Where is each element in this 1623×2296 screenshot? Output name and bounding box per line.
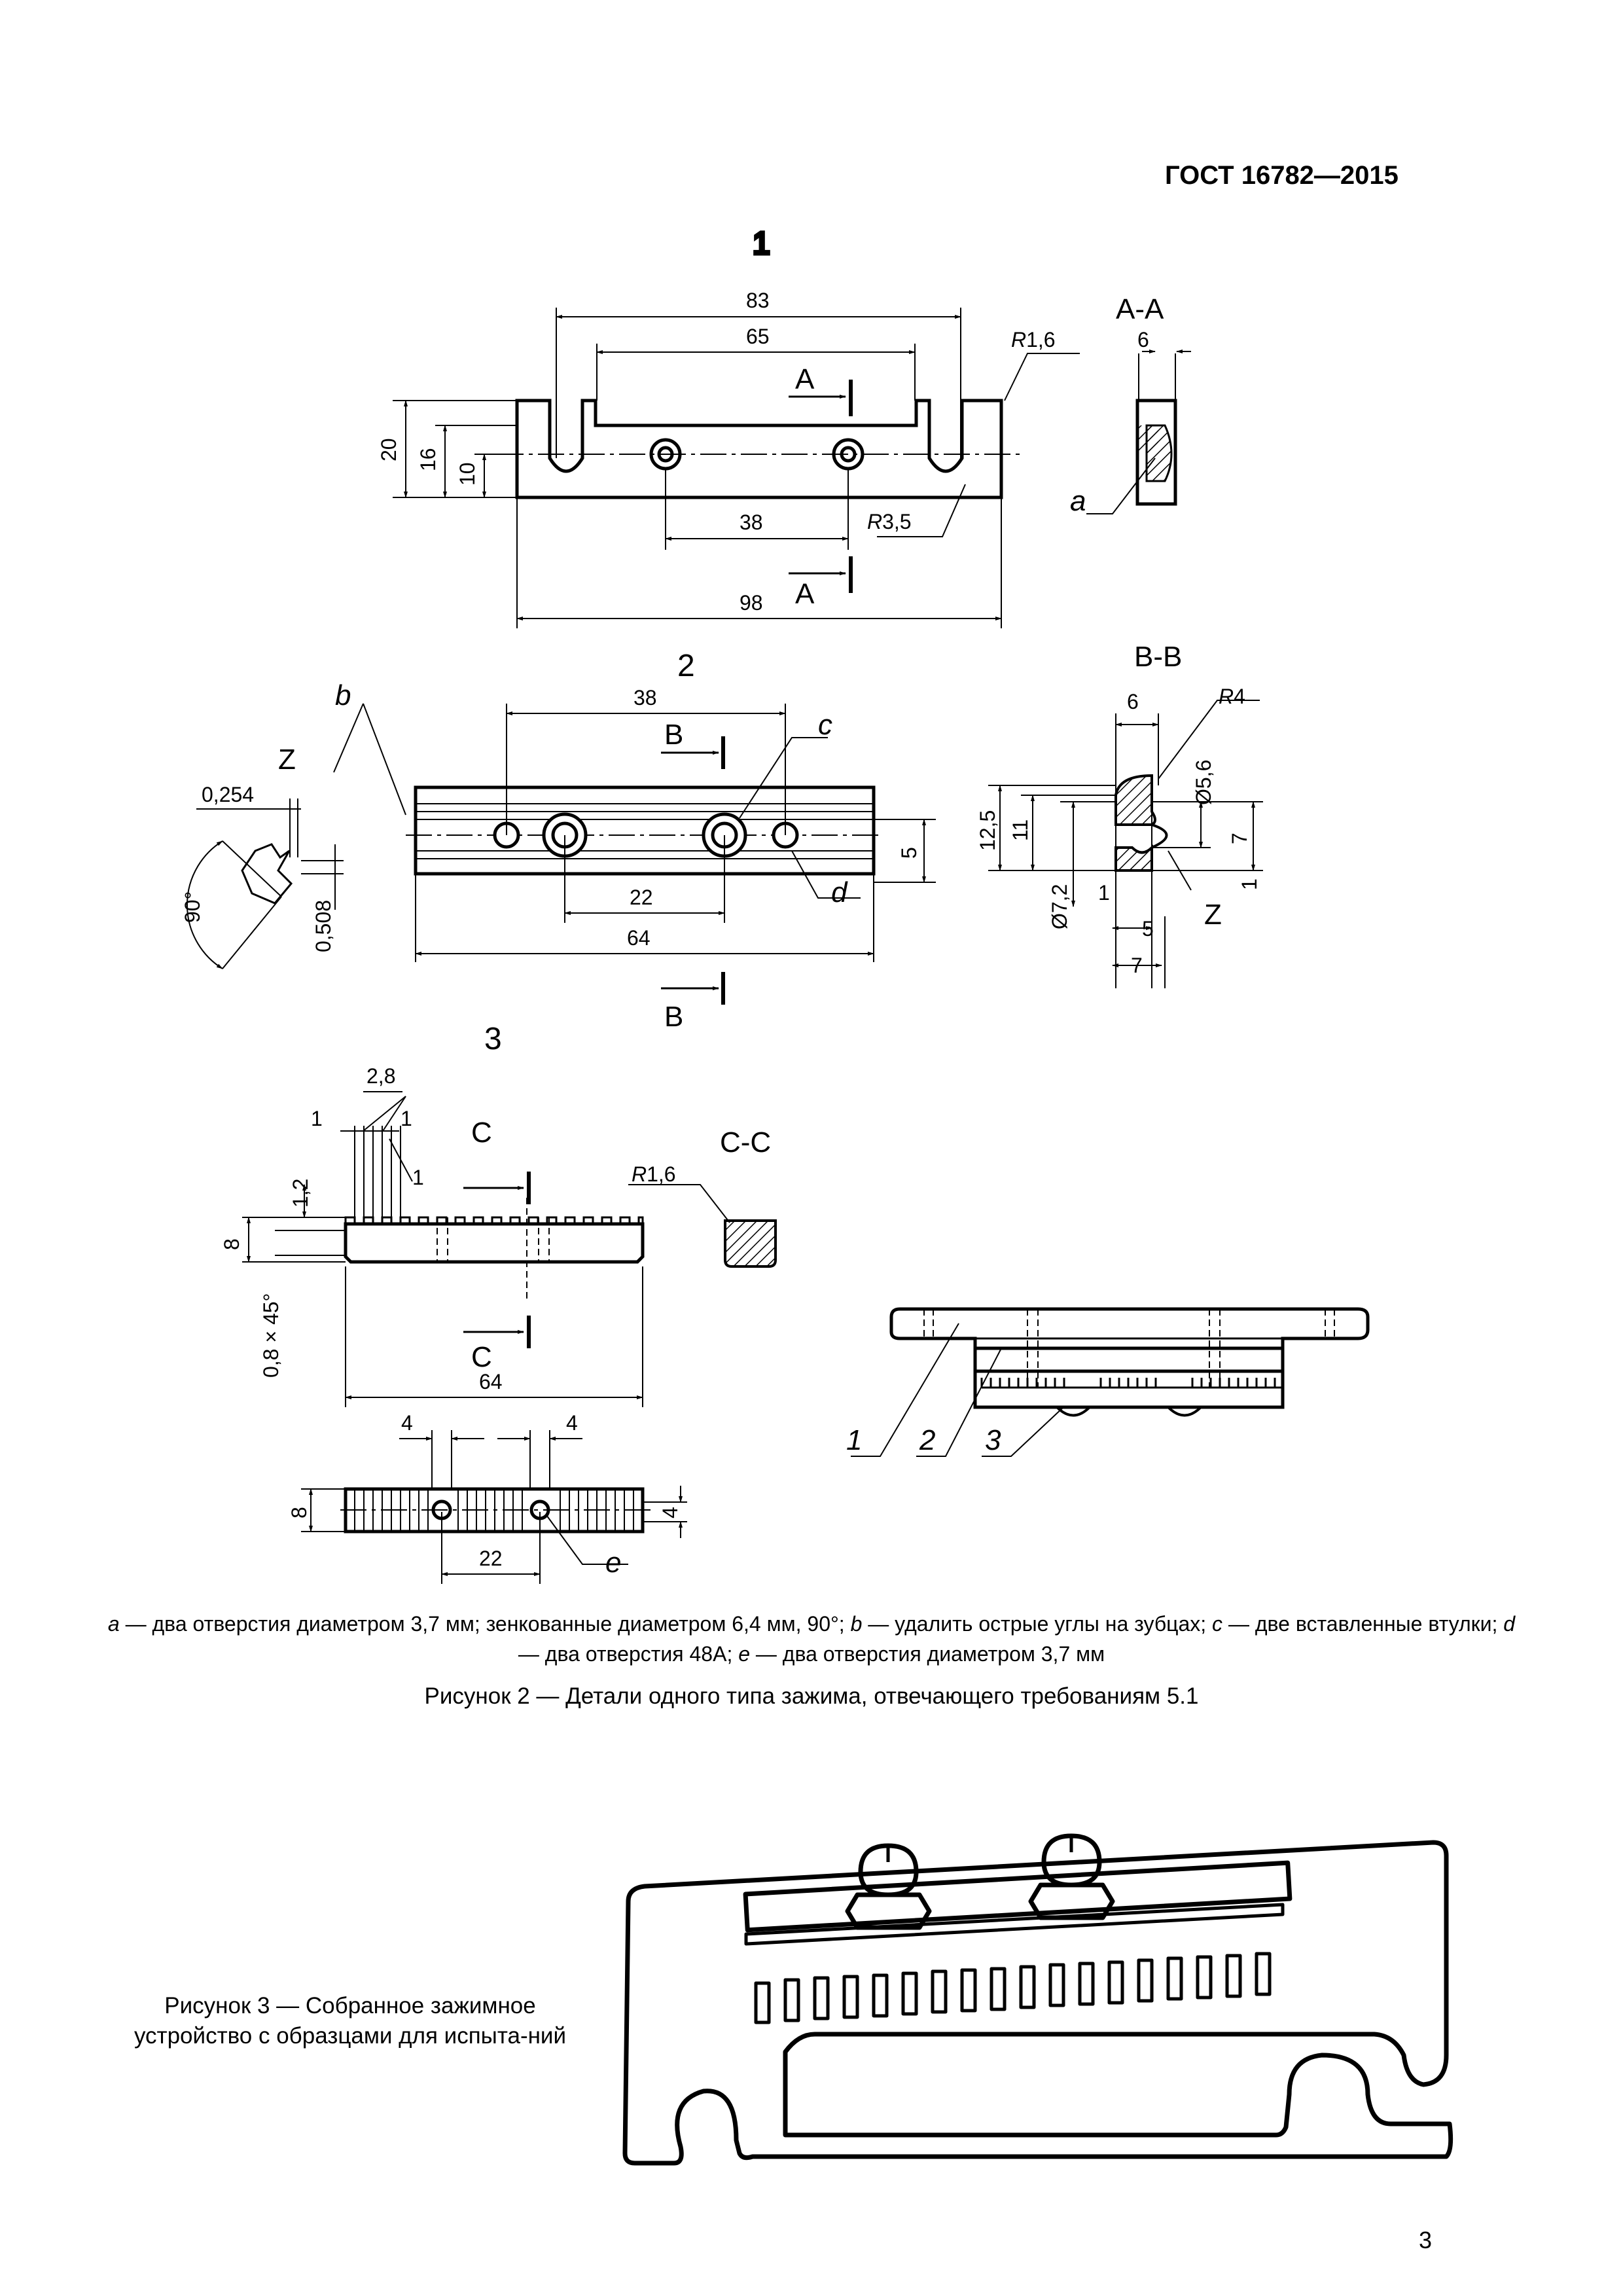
part3-dim-8b: 8 — [287, 1507, 311, 1518]
part3-dim-28: 2,8 — [366, 1064, 395, 1088]
part3-dim-chamfer: 0,8 × 45° — [259, 1293, 283, 1378]
assembly-label-3: 3 — [985, 1424, 1001, 1456]
part3-section-mark-top: C — [471, 1117, 492, 1149]
part1-dim-65: 65 — [746, 325, 770, 348]
part2-dim-125: 12,5 — [976, 810, 999, 851]
legend-text-b: — удалить острые углы на зубцах; — [862, 1612, 1213, 1636]
part1-dim-38: 38 — [740, 511, 763, 534]
legend-text-d: — два отверстия 48А; — [518, 1642, 739, 1666]
note-a-label: a — [1070, 485, 1086, 517]
part1-dim-20: 20 — [377, 438, 401, 461]
assembly-label-2: 2 — [919, 1424, 935, 1456]
part3-dim-1c: 1 — [412, 1166, 424, 1189]
assembly-labels: 1 2 3 — [846, 1424, 1001, 1456]
part2-dim-90: 90° — [181, 891, 204, 923]
part3-dim-r16: R1,6 — [632, 1162, 676, 1186]
legend-key-d: d — [1503, 1612, 1516, 1636]
part2-dim-dia56: Ø5,6 — [1192, 760, 1215, 805]
part1-section-mark-bottom: A — [795, 578, 815, 610]
part1-label: 1 — [753, 226, 770, 261]
figure2-caption: Рисунок 2 — Детали одного типа зажима, о… — [424, 1683, 1199, 1709]
part1-section-mark-top: A — [795, 363, 815, 395]
legend-text-e: — два отверстия диаметром 3,7 мм — [750, 1642, 1105, 1666]
part2-dim-r4: R4 — [1219, 685, 1245, 708]
part2-dimensions: 2 38 22 64 5 Z 0,254 90° 0,508 b c d B B… — [181, 641, 1261, 1033]
part3-dim-8: 8 — [220, 1238, 243, 1250]
part2-dim-1b: 1 — [1238, 878, 1261, 890]
part2-dim-0254: 0,254 — [202, 783, 254, 806]
part3-section-mark-bottom: C — [471, 1341, 492, 1373]
figure3-assembled-clamp — [622, 1833, 1454, 2166]
part2-label: 2 — [677, 649, 695, 683]
part2-dim-0508: 0,508 — [312, 900, 335, 952]
legend-text-a: — два отверстия диаметром 3,7 мм; зенков… — [119, 1612, 851, 1636]
part3-drawing — [242, 1091, 777, 1584]
part1-dim-10: 10 — [455, 462, 479, 486]
part3-dim-12: 1,2 — [289, 1179, 312, 1208]
figure-legend: a — два отверстия диаметром 3,7 мм; зенк… — [98, 1609, 1525, 1669]
figure3-caption: Рисунок 3 — Собранное зажимное устройств… — [134, 1993, 567, 2049]
part3-dim-4b: 4 — [566, 1411, 578, 1435]
part3-dim-1b: 1 — [401, 1107, 412, 1130]
part2-dim-11: 11 — [1008, 819, 1032, 841]
note-c-label: c — [818, 709, 832, 741]
note-e-label: e — [605, 1547, 621, 1579]
part1-dim-16: 16 — [416, 448, 440, 471]
part2-dim-dia72: Ø7,2 — [1048, 884, 1071, 929]
part2-dim-7b: 7 — [1131, 954, 1143, 977]
part3-dim-4a: 4 — [401, 1411, 413, 1435]
legend-key-c: c — [1212, 1612, 1223, 1636]
part2-section-mark-bottom: B — [664, 1001, 683, 1033]
part1-section-title: A-A — [1116, 293, 1164, 325]
part2-dim-38: 38 — [633, 686, 657, 709]
part3-label: 3 — [484, 1022, 502, 1056]
assembly-label-1: 1 — [846, 1424, 862, 1456]
part2-dim-22: 22 — [630, 886, 653, 909]
part1-dim-r35: R3,5 — [867, 510, 912, 533]
legend-key-e: e — [738, 1642, 751, 1666]
part3-dimensions: 3 2,8 1 1 1 1,2 8 0,8 × 45° 64 R1,6 C-C … — [220, 1022, 771, 1579]
part2-section-mark-top: B — [664, 719, 683, 751]
note-b-label: b — [335, 679, 351, 711]
part3-section-title: C-C — [720, 1126, 771, 1158]
part3-dim-4c: 4 — [658, 1507, 682, 1518]
part3-dim-22: 22 — [479, 1547, 503, 1570]
detail-z-ref: Z — [1204, 899, 1222, 931]
part1-drawing: 1 — [393, 225, 1191, 628]
standard-number: ГОСТ 16782—2015 — [1165, 161, 1399, 190]
part2-section-title: B-B — [1134, 641, 1182, 673]
part1-dim-6: 6 — [1137, 328, 1149, 351]
part1-dim-98: 98 — [740, 591, 763, 615]
legend-key-b: b — [850, 1612, 863, 1636]
page-number: 3 — [1419, 2227, 1433, 2253]
part2-drawing — [187, 700, 1263, 1005]
note-d-label: d — [831, 876, 848, 908]
legend-key-a: a — [107, 1612, 120, 1636]
part2-dim-6: 6 — [1127, 690, 1139, 713]
part1-dimensions: 83 65 38 98 R1,6 R3,5 20 16 10 6 a A A A… — [377, 289, 1164, 615]
part2-dim-1: 1 — [1098, 881, 1110, 905]
legend-text-c: — две вставленные втулки; — [1222, 1612, 1504, 1636]
part2-dim-64: 64 — [627, 926, 651, 950]
part2-dim-7: 7 — [1228, 833, 1251, 844]
part2-dim-5: 5 — [897, 847, 921, 859]
detail-z-label: Z — [278, 744, 296, 776]
part3-dim-64: 64 — [479, 1370, 503, 1393]
part1-dim-83: 83 — [746, 289, 770, 312]
part1-dim-r16: R1,6 — [1011, 328, 1056, 351]
part2-dim-5b: 5 — [1142, 917, 1154, 941]
assembly-drawing — [851, 1307, 1370, 1457]
part3-dim-1a: 1 — [311, 1107, 323, 1130]
